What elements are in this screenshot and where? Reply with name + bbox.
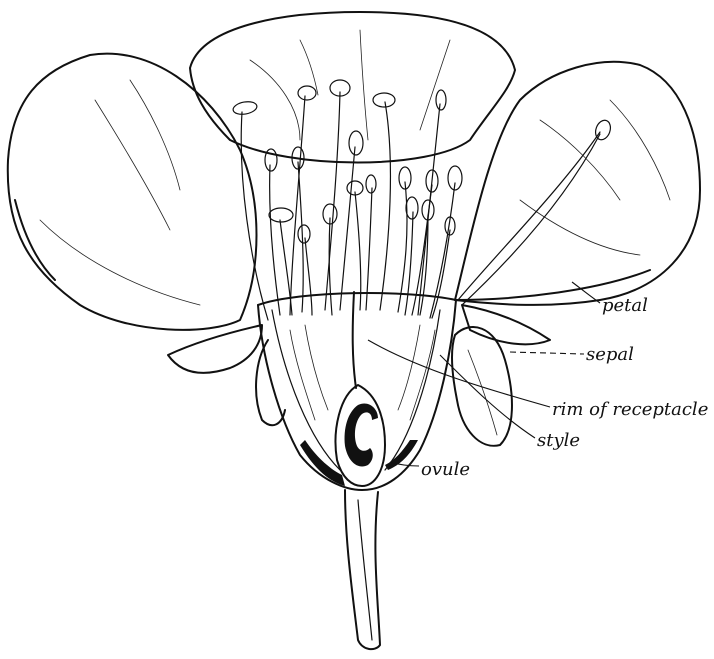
ovule bbox=[345, 403, 378, 466]
label-style: style bbox=[537, 432, 580, 450]
sepal-left bbox=[168, 325, 262, 373]
petal-right bbox=[455, 62, 700, 305]
ovary-cavity bbox=[336, 385, 385, 486]
sepal-right-top bbox=[462, 305, 550, 344]
leader-style bbox=[440, 355, 535, 438]
label-petal: petal bbox=[602, 297, 648, 315]
label-rim-of-receptacle: rim of receptacle bbox=[552, 401, 708, 419]
petal-left bbox=[8, 54, 257, 330]
stamens bbox=[232, 80, 613, 320]
petal-top bbox=[190, 12, 515, 163]
pedicel bbox=[345, 490, 380, 649]
label-ovule: ovule bbox=[421, 461, 470, 479]
leader-sepal bbox=[510, 352, 584, 354]
label-sepal: sepal bbox=[586, 346, 634, 364]
